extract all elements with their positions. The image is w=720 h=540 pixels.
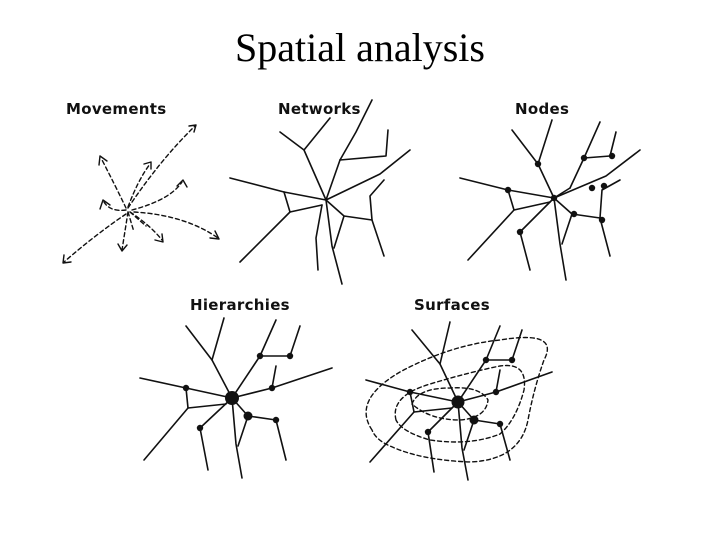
label-hierarchies: Hierarchies xyxy=(190,296,290,314)
nodes-diagram xyxy=(459,119,641,281)
hierarchies-diagram xyxy=(139,317,333,479)
label-networks: Networks xyxy=(278,100,361,118)
networks-diagram xyxy=(229,99,411,285)
movements-diagram xyxy=(62,124,220,264)
label-surfaces: Surfaces xyxy=(414,296,490,314)
surfaces-diagram xyxy=(365,321,553,481)
label-nodes: Nodes xyxy=(515,100,570,118)
label-movements: Movements xyxy=(66,100,167,118)
slide-title: Spatial analysis xyxy=(235,25,485,70)
